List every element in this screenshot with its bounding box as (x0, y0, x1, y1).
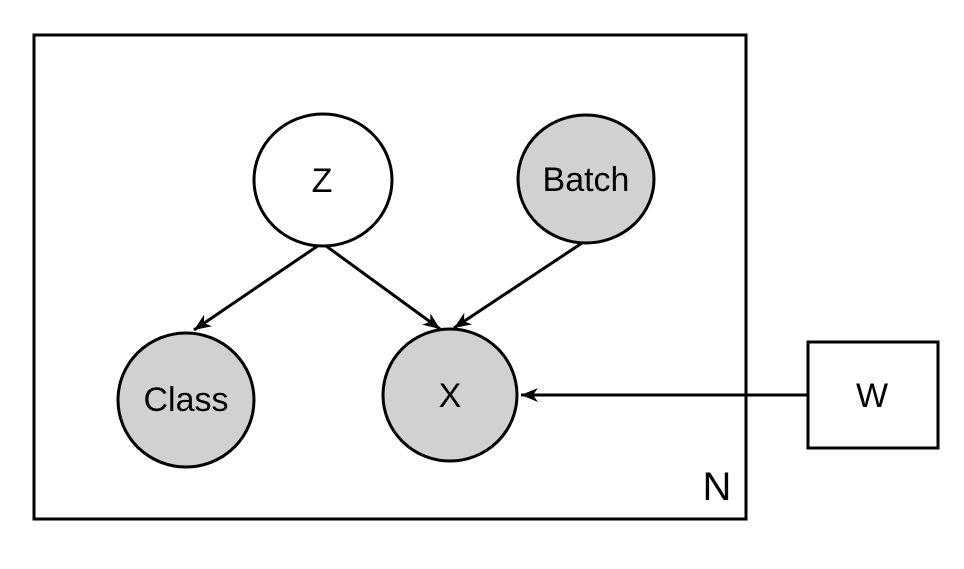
edge-z-to-x-arrow (321, 241, 441, 331)
node-x-shape (381, 327, 519, 463)
edge-z-to-class-arrow (193, 241, 323, 332)
node-batch-shape (516, 113, 656, 245)
node-x-label: X (439, 377, 462, 415)
node-class: Class (116, 331, 256, 469)
node-w: W (806, 340, 940, 450)
node-batch: Batch (516, 113, 656, 245)
edge-batch-to-x-arrow (453, 241, 583, 330)
plate-label: N (703, 465, 732, 509)
node-w-shape (806, 340, 940, 450)
plate-border (32, 33, 748, 521)
node-z-shape (252, 112, 394, 248)
node-w-label: W (856, 377, 888, 415)
node-z-label: Z (312, 162, 333, 200)
node-z: Z (252, 112, 394, 248)
node-class-shape (116, 331, 256, 469)
node-batch-label: Batch (543, 161, 630, 199)
node-x: X (381, 327, 519, 463)
node-class-label: Class (143, 381, 228, 419)
